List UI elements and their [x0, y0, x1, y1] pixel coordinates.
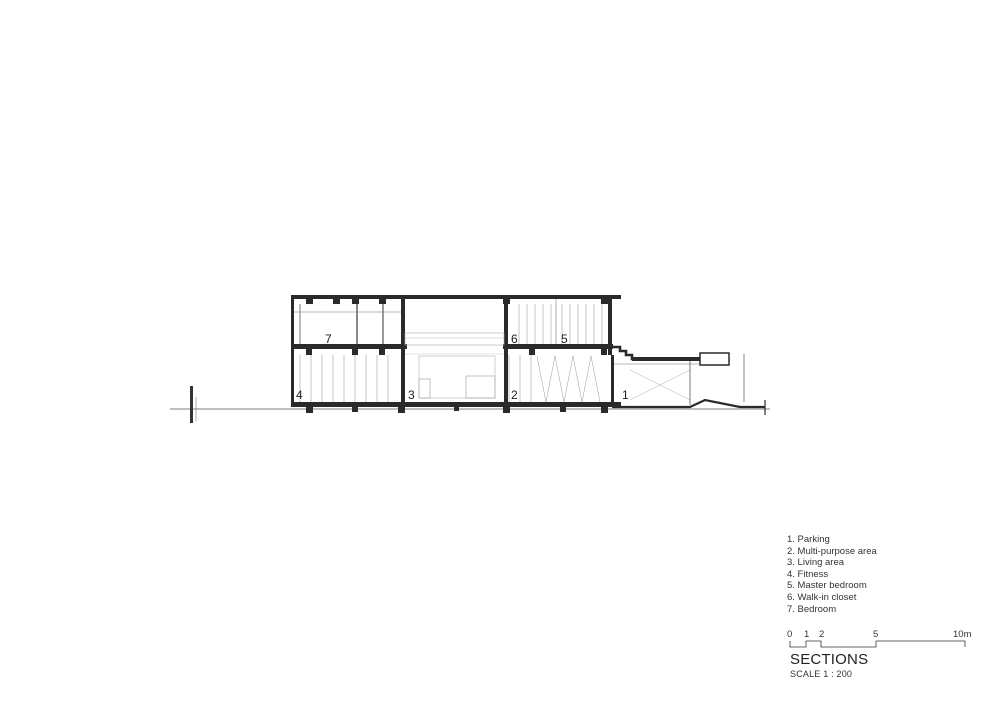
roof-slab: [291, 295, 621, 299]
upper-floor-slab: [291, 344, 407, 349]
column-mid: [401, 295, 405, 407]
site-post: [190, 386, 193, 423]
scale-tick-0: 0: [787, 629, 792, 640]
void-panel: [404, 332, 505, 346]
footing: [352, 407, 358, 412]
footing: [398, 407, 405, 413]
upper-cladding: [518, 304, 603, 344]
wall-right: [608, 295, 612, 355]
legend-item-multi-purpose: 2. Multi-purpose area: [787, 545, 877, 557]
floor-beam: [306, 349, 312, 355]
furniture-block: [418, 355, 496, 399]
floor-beam: [379, 349, 385, 355]
footing: [601, 407, 608, 413]
canopy-slab: [632, 357, 700, 361]
legend-item-parking: 1. Parking: [787, 534, 830, 545]
furniture-block: [418, 378, 431, 399]
drawing-title: SECTIONS: [790, 651, 869, 668]
roof-beam: [333, 299, 340, 304]
room-label-1: 1: [622, 388, 629, 402]
wall-left: [291, 295, 294, 407]
scale-tick-2: 2: [819, 629, 824, 640]
ground-cladding: [299, 355, 532, 402]
room-label-7: 7: [325, 332, 332, 346]
legend-item-master-bedroom: 5. Master bedroom: [787, 580, 867, 592]
floor-beam: [529, 349, 535, 355]
roof-beam: [601, 299, 608, 304]
canopy-end: [699, 352, 730, 366]
roof-beam: [379, 299, 386, 304]
floor-beam: [601, 349, 607, 355]
room-label-5: 5: [561, 332, 568, 346]
drawing-scale: SCALE 1 : 200: [790, 669, 853, 679]
scale-bar: 0 1 2 5 10m: [787, 629, 972, 648]
room-label-4: 4: [296, 388, 303, 402]
parking-cross: [629, 369, 691, 401]
room-label-6: 6: [511, 332, 518, 346]
roof-beam: [306, 299, 313, 304]
scale-tick-5: 5: [873, 629, 878, 640]
room-legend: 1. Parking 2. Multi-purpose area 3. Livi…: [787, 534, 877, 615]
scale-tick-1: 1: [804, 629, 809, 640]
floor-beam: [352, 349, 358, 355]
room-label-2: 2: [511, 388, 518, 402]
footing: [454, 407, 459, 411]
legend-item-bedroom: 7. Bedroom: [787, 603, 837, 615]
footing: [560, 407, 566, 412]
footing: [306, 407, 313, 413]
scale-tick-10m: 10m: [953, 629, 972, 640]
column-mid-right: [504, 295, 508, 407]
legend-item-living: 3. Living area: [787, 557, 845, 569]
wall-right-lower: [611, 355, 614, 407]
legend-item-fitness: 4. Fitness: [787, 568, 829, 580]
legend-item-walk-in-closet: 6. Walk-in closet: [787, 591, 857, 603]
upper-floor-slab: [503, 344, 613, 349]
cross-screen: [536, 355, 601, 403]
footing: [503, 407, 510, 413]
driveway-ramp: [612, 398, 765, 409]
furniture-block: [465, 375, 496, 399]
room-label-3: 3: [408, 388, 415, 402]
roof-beam: [352, 299, 359, 304]
ground-floor-slab: [291, 402, 621, 407]
